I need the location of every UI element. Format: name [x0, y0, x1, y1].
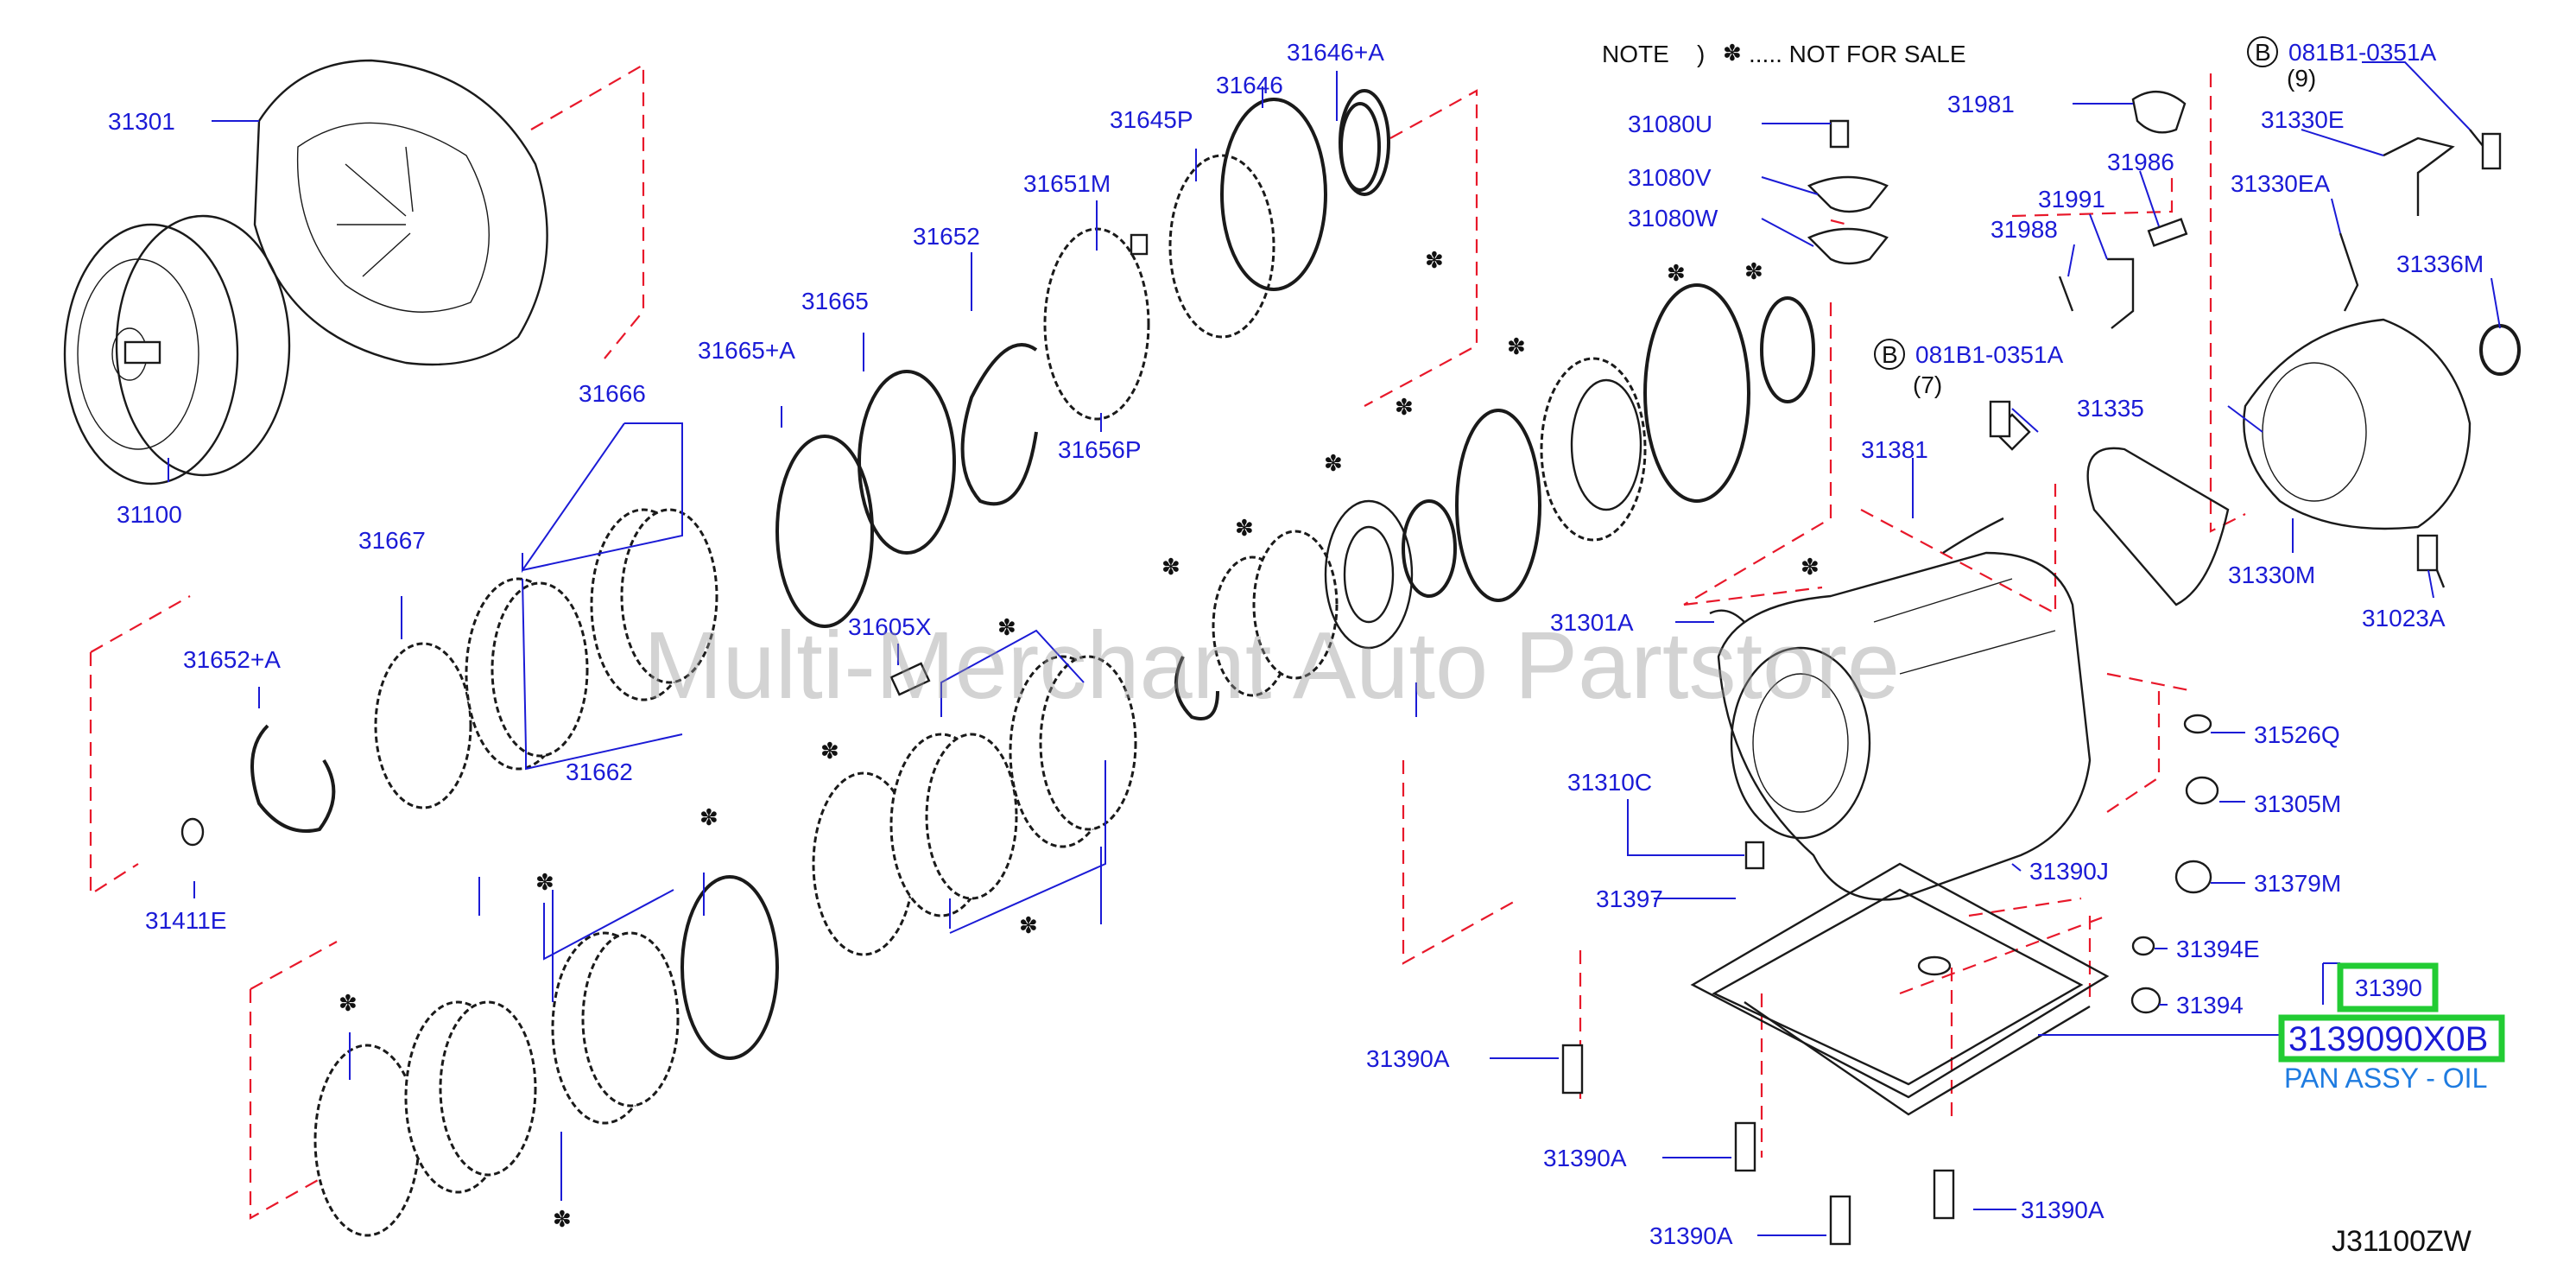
note-paren: ): [1697, 41, 1705, 67]
not-for-sale-marker: ✽: [1395, 395, 1414, 421]
part-label: 31330EA: [2231, 170, 2331, 197]
note-label: NOTE: [1602, 41, 1669, 67]
not-for-sale-marker: ✽: [1324, 451, 1343, 477]
note-text: ..... NOT FOR SALE: [1749, 41, 1966, 67]
bolt-callout: B 081B1-0351A (9): [2247, 36, 2437, 92]
part-label: 31397: [1596, 885, 1663, 912]
part-planetary-set: [889, 283, 1815, 720]
bolt-qty: (9): [2287, 65, 2316, 92]
bolt-circle-letter: B: [2255, 39, 2271, 66]
bolt-circle-letter: B: [1882, 341, 1898, 368]
note-star: ✽: [1723, 41, 1742, 67]
part-name: PAN ASSY - OIL: [2284, 1063, 2487, 1094]
bolt-callout: B 081B1-0351A (7): [1874, 339, 2064, 398]
bolt-number: 081B1-0351A: [2288, 39, 2437, 66]
not-for-sale-marker: ✽: [997, 615, 1016, 641]
not-for-sale-marker: ✽: [1235, 516, 1254, 542]
part-torque-converter: [63, 214, 291, 486]
part-label: 31390J: [2029, 858, 2109, 885]
part-transmission-case: [1717, 551, 2092, 901]
part-label: 31335: [2077, 395, 2144, 422]
part-label: 31330M: [2228, 562, 2315, 588]
alignment-lines: [89, 63, 2246, 1220]
part-clutch-pack-middle: [812, 655, 1137, 956]
part-label: 31390A: [1543, 1145, 1627, 1171]
not-for-sale-marker: ✽: [339, 991, 358, 1017]
not-for-sale-marker: ✽: [553, 1207, 572, 1233]
note: NOTE ) ✽ ..... NOT FOR SALE: [1602, 41, 1966, 67]
not-for-sale-marker: ✽: [1744, 259, 1763, 285]
part-label: 31665: [801, 288, 869, 314]
part-label: 31080U: [1628, 111, 1712, 137]
part-label: 31981: [1947, 91, 2015, 117]
part-label: 31310C: [1567, 769, 1652, 796]
part-label: 31305M: [2254, 790, 2341, 817]
part-small-hardware: [1561, 90, 2502, 1246]
part-label: 31646: [1216, 72, 1283, 98]
part-label: 31652: [913, 223, 980, 250]
highlighted-part[interactable]: 31390 3139090X0B PAN ASSY - OIL: [2278, 962, 2505, 1094]
part-label: 31330E: [2261, 106, 2345, 133]
part-label: 31667: [358, 527, 426, 554]
watermark: Multi-Merchant Auto Partstore: [643, 612, 1900, 719]
part-label: 31336M: [2396, 251, 2484, 277]
part-label: 31645P: [1110, 106, 1193, 133]
part-label: 31991: [2038, 186, 2105, 213]
part-label: 31390A: [2021, 1196, 2104, 1223]
part-label: 31394E: [2176, 936, 2260, 962]
not-for-sale-marker: ✽: [1507, 334, 1526, 360]
part-label: 31080W: [1628, 205, 1718, 232]
not-for-sale-markers: ✽ ✽ ✽ ✽ ✽ ✽ ✽ ✽ ✽ ✽ ✽ ✽ ✽ ✽ ✽ ✽: [339, 248, 1820, 1233]
part-label: 31651M: [1023, 170, 1111, 197]
part-number: 3139090X0B: [2288, 1020, 2488, 1058]
part-oil-pan: [1690, 862, 2110, 1116]
not-for-sale-marker: ✽: [535, 870, 554, 896]
not-for-sale-marker: ✽: [1667, 261, 1686, 287]
part-label: 31023A: [2362, 605, 2446, 631]
part-label: 31390A: [1649, 1222, 1733, 1249]
leader-lines: [168, 61, 2501, 1236]
part-label: 31100: [117, 501, 182, 528]
not-for-sale-marker: ✽: [820, 739, 839, 765]
part-label: 31526Q: [2254, 721, 2340, 748]
part-label: 31665+A: [698, 337, 795, 364]
part-clutch-pack-lower: [313, 875, 779, 1237]
part-label: 31605X: [848, 613, 932, 640]
part-label: 31394: [2176, 992, 2244, 1019]
not-for-sale-marker: ✽: [1801, 555, 1820, 581]
part-label: 31662: [566, 758, 633, 785]
part-number-frame: [2278, 1014, 2505, 1063]
part-label: 31666: [579, 380, 646, 407]
part-label: 31381: [1861, 436, 1928, 463]
part-label: 31301: [108, 108, 175, 135]
part-label: 31301A: [1550, 609, 1634, 636]
not-for-sale-marker: ✽: [699, 805, 718, 831]
part-label: 31379M: [2254, 870, 2341, 897]
group-number-frame: [2337, 962, 2439, 1012]
not-for-sale-marker: ✽: [1019, 913, 1038, 939]
part-label: 31986: [2107, 149, 2174, 175]
part-converter-housing: [253, 59, 548, 366]
part-label: 31656P: [1058, 436, 1142, 463]
part-label: 31411E: [145, 907, 226, 934]
part-label: 31988: [1991, 216, 2058, 243]
bolt-number: 081B1-0351A: [1915, 341, 2064, 368]
group-number: 31390: [2355, 974, 2422, 1001]
part-label: 31080V: [1628, 164, 1712, 191]
part-labels: 31301 31100 31666 31665+A 31665 31652 31…: [108, 39, 2484, 1249]
diagram-code: J31100ZW: [2332, 1225, 2472, 1258]
not-for-sale-marker: ✽: [1425, 248, 1444, 274]
part-label: 31646+A: [1287, 39, 1384, 66]
bolt-qty: (7): [1913, 371, 1942, 398]
part-label: 31652+A: [183, 646, 281, 673]
not-for-sale-marker: ✽: [1161, 555, 1180, 581]
part-label: 31390A: [1366, 1045, 1450, 1072]
part-clutch-pack-upper: [180, 508, 718, 847]
